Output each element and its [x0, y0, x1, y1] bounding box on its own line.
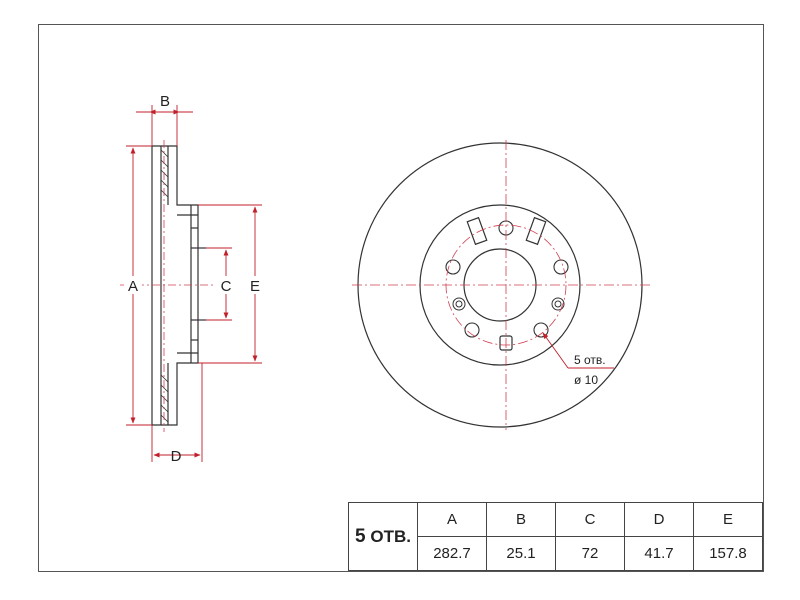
side-view-centerlines: [120, 140, 215, 432]
header-c: C: [555, 502, 625, 537]
bolt-note-leader: [542, 332, 614, 369]
spec-table-header-row: 5 ОТВ. A B C D E: [348, 502, 763, 571]
dim-label-b: B: [160, 93, 170, 110]
pcd-circle: [445, 224, 567, 346]
value-e: 157.8: [693, 536, 763, 571]
value-d: 41.7: [624, 536, 694, 571]
bolt-note-count: 5 отв.: [574, 353, 606, 367]
header-e: E: [693, 502, 763, 537]
dim-label-a: A: [128, 278, 138, 295]
header-a: A: [417, 502, 487, 537]
dim-label-d: D: [171, 448, 182, 465]
value-a: 282.7: [417, 536, 487, 571]
drawing-frame: [38, 24, 764, 572]
spec-table-value-row: 282.7 25.1 72 41.7 157.8: [349, 536, 763, 571]
spec-table: 5 ОТВ. A B C D E 282.7 25.1 72 41.7 157.…: [348, 502, 763, 571]
holes-label: ОТВ.: [370, 526, 411, 546]
side-view-dimensions: [126, 105, 262, 462]
header-d: D: [624, 502, 694, 537]
bolt-note-diameter: ø 10: [574, 373, 598, 387]
holes-cell: 5 ОТВ.: [348, 502, 418, 571]
dim-label-c: C: [221, 278, 232, 295]
holes-number: 5: [355, 525, 366, 547]
side-view: [151, 145, 206, 426]
header-b: B: [486, 502, 556, 537]
dim-label-e: E: [250, 278, 260, 295]
value-c: 72: [555, 536, 625, 571]
front-view-centerlines: [352, 140, 650, 430]
value-b: 25.1: [486, 536, 556, 571]
